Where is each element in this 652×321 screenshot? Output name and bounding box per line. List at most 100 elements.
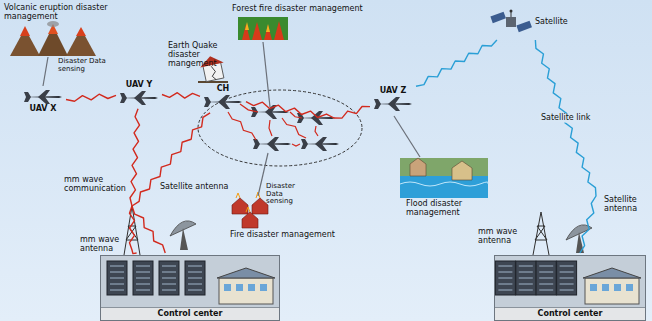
mm-wave-tower: [533, 212, 549, 255]
server-rack-icon: [162, 278, 176, 279]
sensing-leader: [43, 57, 48, 86]
uav-icon: [23, 89, 63, 105]
mm-wave-link: [292, 144, 300, 146]
fire-houses-icon: [232, 198, 248, 214]
mm-wave-link: [315, 126, 318, 136]
server-rack-icon: [560, 266, 574, 267]
node-label: UAV X: [29, 105, 56, 114]
sensing-label: Disaster Data sensing: [58, 58, 108, 73]
node-label: Control center: [158, 310, 223, 319]
server-rack-icon: [159, 261, 179, 295]
server-rack-icon: [539, 284, 553, 285]
antenna-label: Satellite antenna: [160, 183, 230, 192]
fire-houses-icon: [242, 212, 258, 228]
server-rack-icon: [602, 284, 609, 291]
server-rack-icon: [498, 278, 512, 279]
satellite-icon: [489, 7, 533, 37]
server-rack-icon: [136, 272, 150, 273]
mm-wave-link: [228, 104, 318, 146]
server-rack-icon: [498, 266, 512, 267]
server-rack-icon: [498, 272, 512, 273]
server-rack-icon: [560, 290, 574, 291]
server-rack-icon: [498, 290, 512, 291]
server-rack-icon: [248, 284, 255, 291]
disaster-label: Earth Quake disaster mangement: [168, 42, 248, 68]
server-rack-icon: [136, 266, 150, 267]
mm-wave-link: [130, 109, 140, 254]
mm-wave-link: [162, 93, 200, 98]
uav-icon: [203, 94, 243, 110]
server-rack-icon: [188, 284, 202, 285]
uav-icon: [373, 96, 413, 112]
server-rack-icon: [583, 268, 641, 278]
uav-icon: [119, 90, 159, 106]
server-rack-icon: [495, 261, 515, 295]
server-rack-icon: [133, 261, 153, 295]
node-label: Satellite: [535, 18, 568, 27]
node-label: Control center: [538, 310, 603, 319]
forest-fire-icon: [238, 17, 288, 40]
volcano-icons: [66, 34, 96, 56]
server-rack-icon: [495, 256, 647, 309]
flood-icon: [410, 158, 426, 176]
server-rack-icon: [107, 261, 127, 295]
satellite-dish: [180, 228, 188, 250]
uav-node: UAV Z: [372, 86, 414, 113]
server-rack-icon: [162, 290, 176, 291]
server-rack-icon: [260, 284, 267, 291]
server-rack-icon: [162, 266, 176, 267]
volcano-icons: [10, 34, 40, 56]
cluster-boundary: [198, 90, 362, 166]
mm-wave-tower: [533, 212, 549, 255]
server-rack-icon: [560, 272, 574, 273]
fire-houses-icon: [232, 192, 268, 228]
server-rack-icon: [519, 272, 533, 273]
volcano-icons: [38, 32, 68, 56]
server-rack-icon: [519, 278, 533, 279]
uav-icon: [204, 95, 242, 109]
sensing-leader: [263, 42, 270, 107]
server-rack-icon: [110, 266, 124, 267]
flood-icon: [400, 158, 488, 198]
uav-icon: [24, 90, 62, 104]
sensing-leader: [394, 116, 420, 157]
server-rack-icon: [614, 284, 621, 291]
server-rack-icon: [110, 272, 124, 273]
volcano-icons: [76, 27, 86, 36]
forest-fire-icon: [245, 22, 270, 32]
uav-icon: [253, 137, 291, 151]
uav-icon: [374, 97, 412, 111]
disaster-label: Forest fire disaster management: [232, 5, 363, 14]
control-center-bar: Control center: [495, 307, 645, 320]
node-label: UAV Z: [380, 87, 407, 96]
server-rack-icon: [110, 278, 124, 279]
disaster-label: Flood disaster management: [406, 200, 506, 218]
server-rack-icon: [136, 284, 150, 285]
server-rack-icon: [519, 266, 533, 267]
fire-houses-icon: [236, 192, 260, 212]
server-rack-icon: [519, 284, 533, 285]
server-rack-icon: [539, 272, 553, 273]
server-rack-icon: [539, 278, 553, 279]
disaster-label: Fire disaster management: [230, 231, 350, 240]
antenna-label: Satellite antenna: [604, 196, 648, 214]
fire-houses-icon: [252, 198, 268, 214]
server-rack-icon: [188, 272, 202, 273]
earthquake-icon: [210, 66, 217, 81]
flood-icon: [400, 158, 488, 198]
mm-wave-link: [246, 102, 370, 118]
server-rack-icon: [110, 284, 124, 285]
uav-node: UAV X: [22, 88, 64, 115]
disaster-label: Volcanic eruption disaster management: [4, 4, 116, 22]
satellite-dish: [566, 225, 592, 253]
mm-wave-link: [269, 120, 272, 136]
server-rack-icon: [224, 284, 231, 291]
control-center: Control center: [494, 255, 646, 321]
control-center: Control center: [100, 255, 280, 321]
uav-icon: [120, 91, 158, 105]
cluster-head-node: CH: [202, 84, 244, 111]
uav-icon: [297, 111, 335, 125]
flood-icon: [452, 161, 472, 180]
